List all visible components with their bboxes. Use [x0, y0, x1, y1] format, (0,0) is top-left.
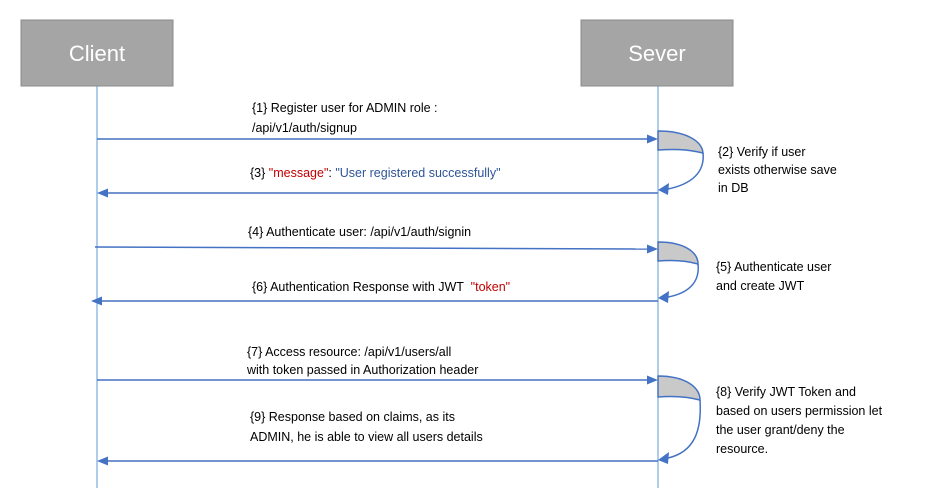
self-loop-5-band: [657, 241, 699, 265]
self-loop-8-band: [657, 375, 701, 401]
self-loop-5-authenticate: {5} Authenticate user and create JWT: [657, 241, 831, 303]
self-loop-8-label-line-2: based on users permission let: [716, 404, 883, 418]
client-actor: Client: [20, 19, 174, 87]
message-6-label: {6} Authentication Response with JWT "to…: [252, 280, 510, 294]
self-loop-8-label-line-3: the user grant/deny the: [716, 423, 845, 437]
self-loop-2-verify: {2} Verify if user exists otherwise save…: [657, 130, 837, 195]
message-1-label-line-2: /api/v1/auth/signup: [252, 121, 357, 135]
server-actor-box: [580, 19, 734, 87]
message-1-register: {1} Register user for ADMIN role : /api/…: [97, 101, 658, 144]
self-loop-5-curve: [667, 263, 699, 298]
message-3-json-value: "User registered successfully": [335, 166, 500, 180]
message-4-arrow-line: [94, 246, 651, 250]
self-loop-8-label-line-4: resource.: [716, 442, 768, 456]
message-3-arrow-head: [97, 188, 108, 198]
self-loop-5-label-line-2: and create JWT: [716, 279, 805, 293]
self-loop-8-label-line-1: {8} Verify JWT Token and: [716, 385, 856, 399]
self-loop-2-curve: [667, 152, 704, 190]
self-loop-8-curve: [667, 399, 702, 459]
message-7-label-line-2: with token passed in Authorization heade…: [246, 363, 478, 377]
self-loop-5-arrow-head: [658, 291, 669, 303]
message-4-label: {4} Authenticate user: /api/v1/auth/sign…: [248, 225, 471, 239]
message-3-separator: :: [328, 166, 335, 180]
message-9-label-line-1: {9} Response based on claims, as its: [250, 410, 455, 424]
client-actor-box: [20, 19, 174, 87]
self-loop-2-band: [657, 130, 704, 154]
server-actor-label: Sever: [628, 41, 685, 66]
message-7-arrow-head: [647, 375, 658, 385]
message-6-prefix: {6} Authentication Response with JWT: [252, 280, 471, 294]
message-1-label-line-1: {1} Register user for ADMIN role :: [252, 101, 438, 115]
client-actor-label: Client: [69, 41, 125, 66]
message-9-label-line-2: ADMIN, he is able to view all users deta…: [250, 430, 483, 444]
message-1-arrow-head: [647, 134, 658, 144]
self-loop-2-label-line-3: in DB: [718, 181, 749, 195]
message-7-label-line-1: {7} Access resource: /api/v1/users/all: [247, 345, 451, 359]
message-3-label: {3} "message": "User registered successf…: [250, 166, 501, 180]
self-loop-2-label-line-2: exists otherwise save: [718, 163, 837, 177]
message-6-arrow-head: [91, 296, 102, 306]
message-7-access-resource: {7} Access resource: /api/v1/users/all w…: [97, 345, 658, 385]
message-6-token: "token": [471, 280, 510, 294]
self-loop-5-label-line-1: {5} Authenticate user: [716, 260, 831, 274]
self-loop-2-arrow-head: [658, 183, 669, 195]
message-4-authenticate: {4} Authenticate user: /api/v1/auth/sign…: [94, 225, 658, 254]
self-loop-8-verify-token: {8} Verify JWT Token and based on users …: [657, 375, 883, 464]
server-actor: Sever: [580, 19, 734, 87]
message-9-arrow-head: [97, 456, 108, 466]
self-loop-2-label-line-1: {2} Verify if user: [718, 145, 806, 159]
message-3-register-response: {3} "message": "User registered successf…: [97, 166, 658, 198]
message-3-prefix: {3}: [250, 166, 269, 180]
message-6-auth-response: {6} Authentication Response with JWT "to…: [91, 280, 658, 306]
message-3-json-key: "message": [269, 166, 329, 180]
self-loop-8-arrow-head: [658, 452, 669, 464]
message-9-response: {9} Response based on claims, as its ADM…: [97, 410, 658, 466]
message-4-arrow-head: [647, 244, 658, 254]
